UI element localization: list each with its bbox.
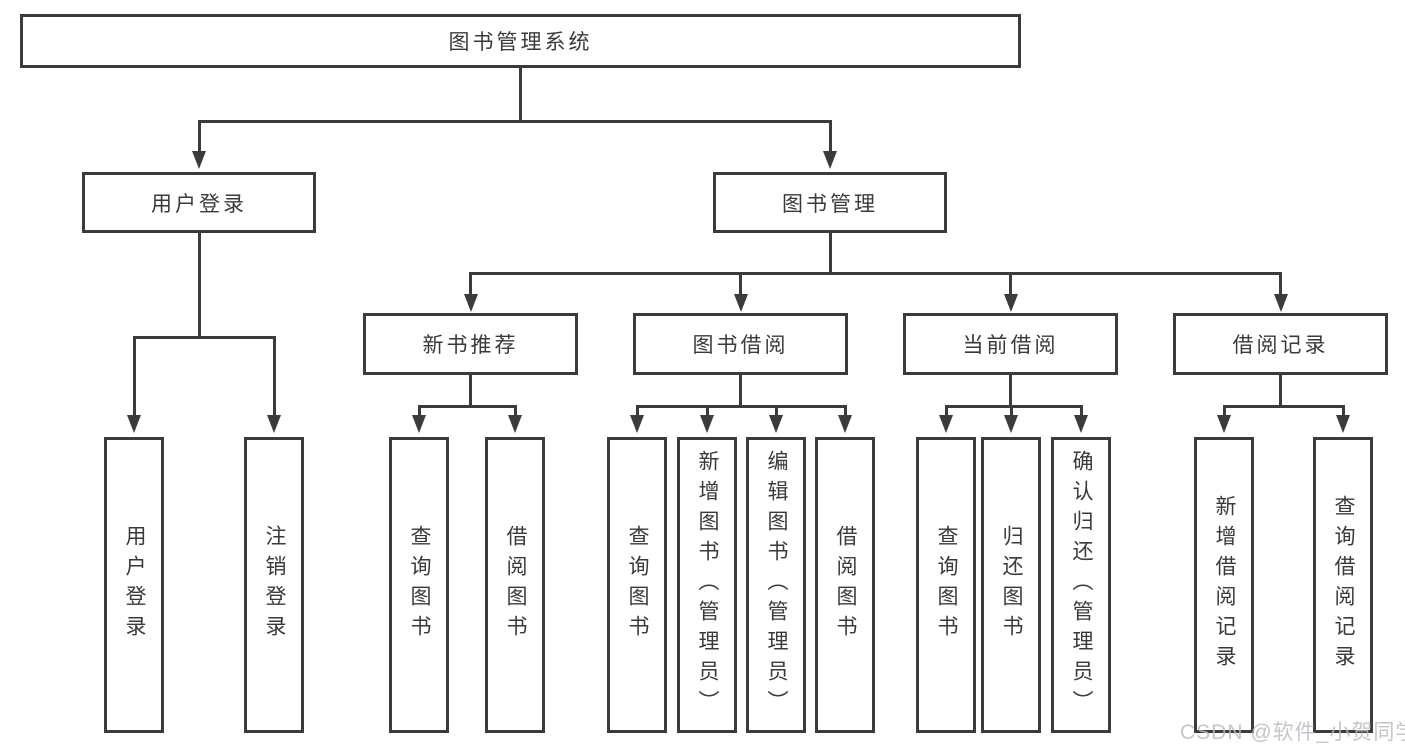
leaf-bb-query-books: 查询图书	[607, 437, 667, 733]
connector-drop-new-book-recommend	[469, 272, 472, 296]
connector-current-borrow-split	[944, 405, 1083, 408]
node-current-borrow: 当前借阅	[903, 313, 1118, 375]
arrowhead-leaf-logout	[267, 415, 281, 433]
arrowhead-nb-borrow	[508, 415, 522, 433]
connector-drop-nb-query	[417, 405, 421, 416]
connector-drop-br-query	[1341, 405, 1345, 416]
connector-new-book-trunk	[469, 375, 472, 405]
leaf-nb-query-books-label: 查询图书	[408, 525, 431, 645]
arrowhead-new-book-recommend	[463, 294, 478, 312]
arrowhead-br-query	[1336, 415, 1350, 433]
connector-drop-borrow-records	[1279, 272, 1282, 296]
arrowhead-bb-add	[700, 415, 714, 433]
leaf-user-login: 用户登录	[104, 437, 164, 733]
arrowhead-cb-confirm	[1074, 415, 1088, 433]
leaf-bb-edit-books-admin: 编辑图书（管理员）	[746, 437, 806, 733]
connector-drop-br-add	[1222, 405, 1226, 416]
leaf-cb-query-books-label: 查询图书	[935, 525, 958, 645]
leaf-cb-query-books: 查询图书	[916, 437, 976, 733]
arrowhead-borrow-records	[1273, 294, 1288, 312]
node-user-login: 用户登录	[82, 172, 316, 233]
connector-borrow-records-split	[1222, 405, 1345, 408]
connector-drop-bb-query	[635, 405, 639, 416]
connector-root-split	[197, 120, 832, 123]
leaf-br-query-record: 查询借阅记录	[1313, 437, 1373, 733]
arrowhead-book-management	[823, 151, 837, 169]
arrowhead-bb-borrow	[838, 415, 852, 433]
arrowhead-cb-query	[939, 415, 953, 433]
arrowhead-bb-edit	[769, 415, 783, 433]
connector-book-management-trunk	[828, 233, 832, 272]
leaf-cb-confirm-return-admin-label: 确认归还（管理员）	[1070, 450, 1093, 720]
node-book-borrow: 图书借阅	[633, 313, 848, 375]
leaf-cb-return-books-label: 归还图书	[1000, 525, 1023, 645]
leaf-br-add-record: 新增借阅记录	[1194, 437, 1254, 733]
connector-drop-leaf-logout	[272, 336, 276, 416]
connector-borrow-records-trunk	[1279, 375, 1282, 405]
arrowhead-book-borrow	[733, 294, 748, 312]
leaf-bb-borrow-books-label: 借阅图书	[834, 525, 857, 645]
arrowhead-user-login	[192, 151, 206, 169]
leaf-logout: 注销登录	[244, 437, 304, 733]
connector-book-borrow-trunk	[739, 375, 742, 405]
connector-drop-cb-query	[944, 405, 948, 416]
connector-drop-book-borrow	[739, 272, 742, 296]
connector-current-borrow-trunk	[1009, 375, 1012, 405]
leaf-nb-query-books: 查询图书	[389, 437, 449, 733]
connector-book-borrow-split	[635, 405, 847, 408]
leaf-bb-edit-books-admin-label: 编辑图书（管理员）	[765, 450, 788, 720]
connector-book-management-split	[469, 272, 1282, 275]
leaf-user-login-label: 用户登录	[123, 525, 146, 645]
leaf-br-add-record-label: 新增借阅记录	[1213, 495, 1236, 675]
arrowhead-leaf-user-login	[127, 415, 141, 433]
connector-drop-bb-add	[705, 405, 709, 416]
arrowhead-nb-query	[412, 415, 426, 433]
connector-drop-bb-borrow	[843, 405, 847, 416]
leaf-bb-add-books-admin-label: 新增图书（管理员）	[696, 450, 719, 720]
connector-drop-leaf-user-login	[132, 336, 136, 416]
leaf-nb-borrow-books-label: 借阅图书	[504, 525, 527, 645]
connector-drop-user-login	[197, 120, 201, 153]
leaf-cb-confirm-return-admin: 确认归还（管理员）	[1051, 437, 1111, 733]
connector-user-login-trunk	[197, 233, 201, 336]
leaf-bb-add-books-admin: 新增图书（管理员）	[677, 437, 737, 733]
arrowhead-current-borrow	[1003, 294, 1018, 312]
connector-new-book-split	[417, 405, 517, 408]
connector-drop-current-borrow	[1009, 272, 1012, 296]
arrowhead-br-add	[1217, 415, 1231, 433]
leaf-cb-return-books: 归还图书	[981, 437, 1041, 733]
node-new-book-recommend: 新书推荐	[363, 313, 578, 375]
leaf-br-query-record-label: 查询借阅记录	[1332, 495, 1355, 675]
connector-drop-book-management	[828, 120, 832, 153]
arrowhead-cb-return	[1004, 415, 1018, 433]
connector-drop-cb-confirm	[1079, 405, 1083, 416]
arrowhead-bb-query	[630, 415, 644, 433]
node-borrow-records: 借阅记录	[1173, 313, 1388, 375]
connector-drop-cb-return	[1009, 405, 1013, 416]
leaf-bb-borrow-books: 借阅图书	[815, 437, 875, 733]
connector-drop-bb-edit	[774, 405, 778, 416]
connector-user-login-split	[132, 336, 276, 339]
connector-root-trunk	[519, 68, 522, 120]
csdn-watermark: CSDN @软件_小贺同学	[1180, 721, 1405, 744]
leaf-logout-label: 注销登录	[263, 525, 286, 645]
leaf-nb-borrow-books: 借阅图书	[485, 437, 545, 733]
node-library-management-system: 图书管理系统	[20, 14, 1021, 68]
leaf-bb-query-books-label: 查询图书	[626, 525, 649, 645]
node-book-management: 图书管理	[713, 172, 947, 233]
connector-drop-nb-borrow	[513, 405, 517, 416]
